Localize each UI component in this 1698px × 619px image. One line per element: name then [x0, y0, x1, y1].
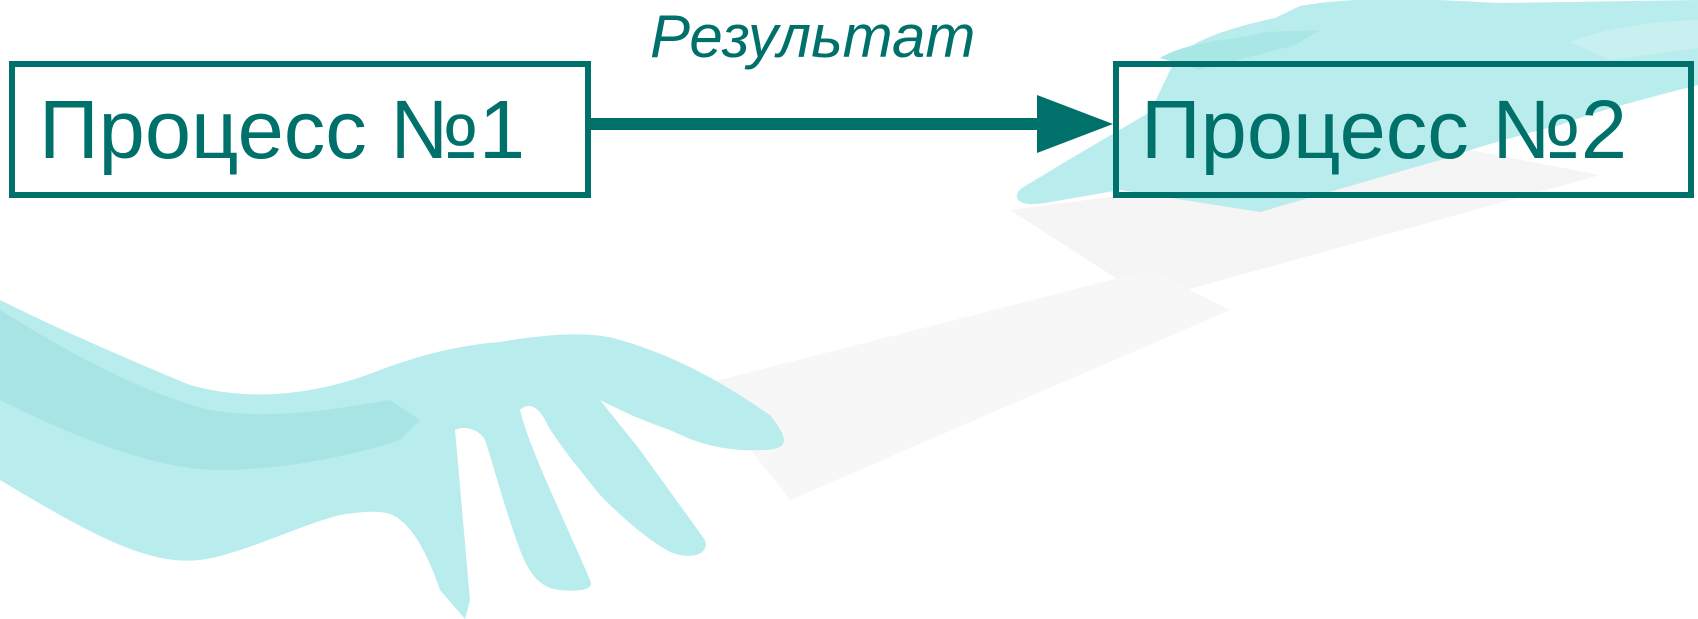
right-hand-highlight	[1160, 30, 1320, 70]
process-2-node: Процесс №2	[1113, 61, 1694, 198]
process-2-label: Процесс №2	[1141, 83, 1628, 176]
paper-shadow-right	[1010, 150, 1600, 300]
process-1-label: Процесс №1	[39, 83, 526, 176]
process-1-node: Процесс №1	[9, 61, 591, 198]
paper-shadow-center	[700, 270, 1230, 500]
edge-label-result: Результат	[650, 3, 976, 70]
left-hand-inner-shade	[0, 310, 420, 470]
left-hand-shape	[0, 300, 784, 619]
right-hand-finger	[1570, 20, 1698, 60]
